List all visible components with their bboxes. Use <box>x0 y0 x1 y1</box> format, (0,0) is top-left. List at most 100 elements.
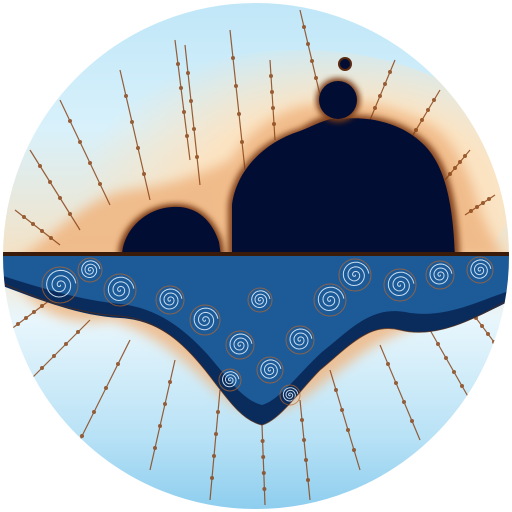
filament-bead <box>410 419 415 424</box>
filament-bead <box>51 354 56 359</box>
filament-bead <box>237 111 242 116</box>
filament-bead <box>31 222 36 227</box>
filament-bead <box>388 69 393 74</box>
filament-bead <box>231 55 236 60</box>
filament-bead <box>340 408 345 413</box>
filament-line <box>269 59 276 141</box>
filament-bead <box>386 362 391 367</box>
filament-line <box>209 389 221 501</box>
filament-bead <box>458 160 463 165</box>
filament-line <box>379 344 421 441</box>
filament-bead <box>436 342 441 347</box>
spiral-ring <box>279 384 301 406</box>
filament-bead <box>67 118 72 123</box>
filament-bead <box>163 402 168 407</box>
filament-bead <box>402 400 407 405</box>
spiral-ring <box>425 260 455 290</box>
filament-bead <box>302 25 307 30</box>
spiral <box>256 356 284 384</box>
filament-line <box>369 59 396 121</box>
spiral <box>189 304 221 336</box>
filament-bead <box>469 209 474 214</box>
filament-bead <box>210 476 215 481</box>
spiral-stroke <box>46 269 77 298</box>
spiral-stroke <box>342 261 370 287</box>
spiral-ring <box>313 283 347 317</box>
filament-bead <box>453 166 458 171</box>
filament-line <box>329 369 361 471</box>
filament-bead <box>87 161 92 166</box>
spiral-ring <box>103 273 137 307</box>
filament-bead <box>189 98 194 103</box>
filament-bead <box>420 117 425 122</box>
filament-line <box>429 329 471 401</box>
filament-bead <box>39 366 44 371</box>
filament-line <box>119 69 151 201</box>
spiral <box>225 330 255 360</box>
spiral-stroke <box>159 288 183 310</box>
filament-bead <box>216 410 221 415</box>
spiral <box>41 266 79 304</box>
filament-bead <box>272 121 277 126</box>
filament-bead <box>426 107 431 112</box>
filament-bead <box>192 126 197 131</box>
spiral <box>285 325 315 355</box>
filament-bead <box>260 439 265 444</box>
spiral <box>77 257 103 283</box>
spiral-ring <box>466 256 494 284</box>
filament-bead <box>373 105 378 110</box>
filament-bead <box>130 119 135 124</box>
filament-bead <box>352 448 357 453</box>
filament-bead <box>16 322 21 327</box>
spiral <box>466 256 494 284</box>
filament-bead <box>394 381 399 386</box>
filament-bead <box>97 182 102 187</box>
filament-line <box>29 149 81 231</box>
filament-line <box>174 39 191 161</box>
filament-bead <box>383 81 388 86</box>
filament-bead <box>39 304 44 309</box>
filament-bead <box>103 386 108 391</box>
filament-bead <box>212 454 217 459</box>
filament-bead <box>306 478 311 483</box>
spiral-ring <box>189 304 221 336</box>
spiral <box>103 273 137 307</box>
spiral-stroke <box>317 286 345 312</box>
spiral-ring <box>77 257 103 283</box>
spiral-ring <box>338 258 372 292</box>
filament-bead <box>185 134 190 139</box>
filament-bead <box>63 342 68 347</box>
filament-bead <box>234 83 239 88</box>
boundary-rim <box>2 281 510 426</box>
spiral-stroke <box>470 259 492 279</box>
filament-bead <box>261 471 266 476</box>
spiral <box>338 258 372 292</box>
filament-bead <box>334 388 339 393</box>
filament-bead <box>314 75 319 80</box>
spiral-ring <box>155 285 185 315</box>
filament-bead <box>306 41 311 46</box>
spiral <box>247 287 273 313</box>
spiral-stroke <box>429 263 453 285</box>
spiral <box>155 285 185 315</box>
filament-bead <box>77 140 82 145</box>
filament-bead <box>195 155 200 160</box>
spiral-ring <box>225 330 255 360</box>
filament-bead <box>79 434 84 439</box>
filament-bead <box>480 324 485 329</box>
main-set-upper <box>118 57 460 256</box>
filament-bead <box>182 109 187 114</box>
spiral <box>279 384 301 406</box>
filament-bead <box>463 154 468 159</box>
filament-line <box>299 9 321 96</box>
filament-bead <box>115 362 120 367</box>
spiral-ring <box>256 356 284 384</box>
filament-bead <box>214 432 219 437</box>
spiral-ring <box>41 266 79 304</box>
filament-line <box>299 399 311 501</box>
filament-line <box>149 359 176 471</box>
filament-bead <box>158 424 163 429</box>
filament-bead <box>31 310 36 315</box>
